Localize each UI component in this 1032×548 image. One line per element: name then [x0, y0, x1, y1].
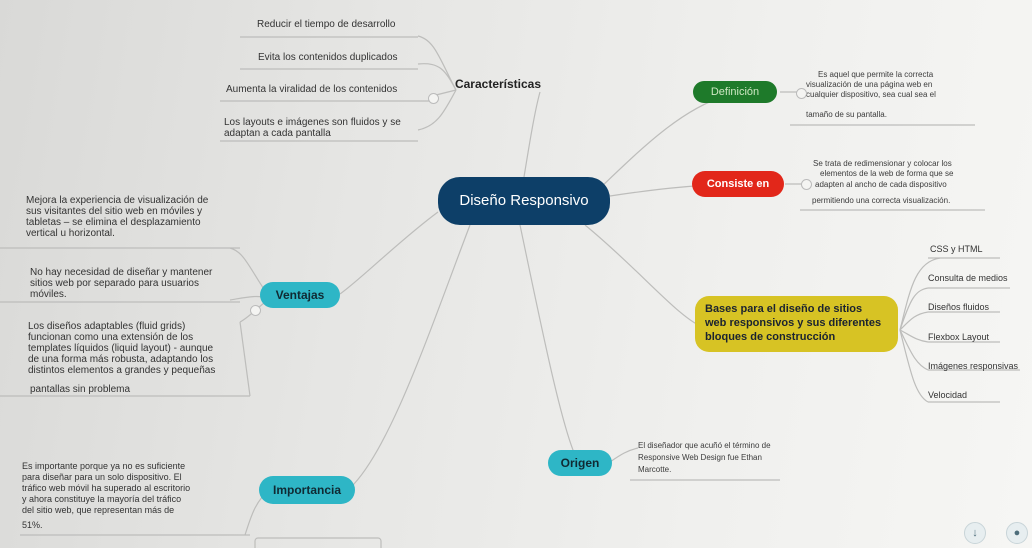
collapse-handle[interactable]	[801, 179, 812, 190]
ventaja-text: Mejora la experiencia de visualización d…	[26, 195, 209, 206]
ventaja-text: tabletas – se elimina el desplazamiento	[26, 217, 201, 228]
chat-icon[interactable]: ●	[1006, 522, 1028, 544]
branch-bases[interactable]: Bases para el diseño de sitios web respo…	[695, 296, 898, 352]
consiste-text: permitiendo una correcta visualización.	[812, 196, 951, 205]
branch-ventajas[interactable]: Ventajas	[260, 282, 340, 308]
caracteristica-item: Los layouts e imágenes son fluidos y se	[224, 117, 401, 128]
bases-item: CSS y HTML	[930, 244, 983, 254]
importancia-text: para diseñar para un solo dispositivo. E…	[22, 472, 182, 482]
definicion-text: Es aquel que permite la correcta	[818, 70, 934, 79]
collapse-handle[interactable]	[796, 88, 807, 99]
ventaja-text: No hay necesidad de diseñar y mantener	[30, 267, 213, 278]
bases-item: Diseños fluidos	[928, 302, 990, 312]
collapse-handle[interactable]	[250, 305, 261, 316]
definicion-text: tamaño de su pantalla.	[806, 110, 887, 119]
caracteristica-item: Evita los contenidos duplicados	[258, 52, 398, 63]
ventaja-text: templates líquidos (liquid layout) - aun…	[28, 343, 214, 354]
ventaja-text: vertical u horizontal.	[26, 228, 115, 239]
caracteristica-item: Reducir el tiempo de desarrollo	[257, 19, 396, 30]
bases-item: Consulta de medios	[928, 273, 1008, 283]
ventaja-text: de una forma más robusta, adaptando los	[28, 354, 214, 365]
consiste-text: elementos de la web de forma que se	[820, 169, 954, 178]
consiste-text: Se trata de redimensionar y colocar los	[813, 159, 952, 168]
collapse-handle[interactable]	[428, 93, 439, 104]
bases-label-line: bloques de construcción	[705, 331, 836, 343]
bases-item: Velocidad	[928, 390, 968, 400]
origen-text: Responsive Web Design fue Ethan	[638, 453, 762, 462]
ventaja-text: funcionan como una extensión de los	[28, 332, 194, 343]
branch-origen[interactable]: Origen	[548, 450, 612, 476]
ventaja-text: pantallas sin problema	[30, 384, 131, 395]
origen-text: El diseñador que acuñó el término de	[638, 441, 771, 450]
caracteristica-item: adaptan a cada pantalla	[224, 128, 331, 139]
importancia-text: Es importante porque ya no es suficiente	[22, 461, 186, 471]
ventaja-text: Los diseños adaptables (fluid grids)	[28, 321, 186, 332]
importancia-text: 51%.	[22, 520, 43, 530]
branch-importancia[interactable]: Importancia	[259, 476, 355, 504]
download-icon[interactable]: ↓	[964, 522, 986, 544]
ventaja-text: sitios web por separado para usuarios	[30, 278, 199, 289]
branch-consiste-en[interactable]: Consiste en	[692, 171, 784, 197]
ventaja-text: sus visitantes del sitio web en móviles …	[26, 206, 203, 217]
ventaja-text: móviles.	[30, 289, 67, 300]
branch-definicion[interactable]: Definición	[693, 81, 777, 103]
origen-text: Marcotte.	[638, 465, 672, 474]
importancia-text: y ahora constituye la mayoría del tráfic…	[22, 494, 182, 504]
definicion-text: visualización de una página web en	[806, 80, 933, 89]
importancia-text: tráfico web móvil ha superado al escrito…	[22, 483, 191, 493]
importancia-text: del sitio web, que representan más de	[22, 505, 175, 515]
definicion-text: cualquier dispositivo, sea cual sea el	[806, 90, 936, 99]
central-node[interactable]: Diseño Responsivo	[438, 177, 610, 225]
bases-label-line: Bases para el diseño de sitios	[705, 303, 863, 315]
bases-label-line: web responsivos y sus diferentes	[705, 317, 882, 329]
bases-item: Flexbox Layout	[928, 332, 990, 342]
branch-caracteristicas[interactable]: Características	[454, 77, 542, 91]
consiste-text: adapten al ancho de cada dispositivo	[815, 180, 947, 189]
bases-item: Imágenes responsivas	[928, 361, 1019, 371]
ventaja-text: distintos elementos a grandes y pequeñas	[28, 365, 216, 376]
caracteristica-item: Aumenta la viralidad de los contenidos	[226, 84, 398, 95]
